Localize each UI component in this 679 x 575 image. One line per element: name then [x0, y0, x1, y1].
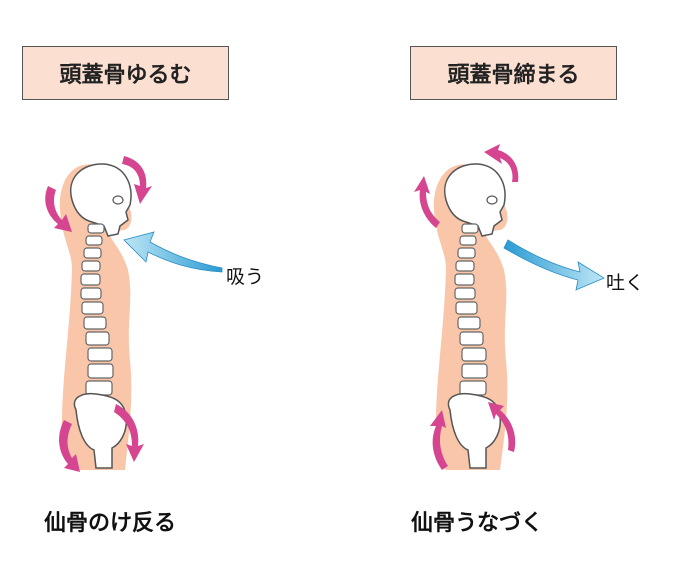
right-spine — [454, 223, 488, 396]
left-title: 頭蓋骨ゆるむ — [59, 63, 192, 88]
left-blue-arrow-inhale — [123, 231, 223, 273]
right-blue-arrow-exhale — [503, 239, 605, 291]
right-pink-arrow-pelvis-back — [430, 410, 448, 470]
left-pink-arrow-head-back — [45, 186, 72, 232]
right-pink-arrow-pelvis-front — [488, 402, 516, 452]
right-title: 頭蓋骨締まる — [447, 63, 580, 88]
left-spine — [80, 223, 114, 396]
left-caption: 仙骨のけ反る — [44, 511, 177, 536]
right-breath-label: 吐く — [606, 272, 645, 294]
left-pink-arrow-pelvis-back — [59, 420, 80, 472]
left-skull — [70, 163, 132, 237]
right-title-box: 頭蓋骨締まる — [410, 46, 617, 100]
right-skull — [444, 163, 506, 237]
left-pink-arrow-head-front — [122, 156, 152, 204]
left-figure — [45, 156, 223, 472]
left-title-box: 頭蓋骨ゆるむ — [22, 46, 229, 100]
right-pelvis — [447, 392, 502, 469]
right-caption: 仙骨うなづく — [411, 511, 544, 536]
left-breath-label: 吸う — [226, 266, 265, 288]
right-figure — [414, 144, 605, 471]
left-pink-arrow-pelvis-front — [114, 404, 144, 462]
right-pink-arrow-head-back — [414, 176, 440, 228]
right-pink-arrow-head-front — [484, 144, 519, 182]
